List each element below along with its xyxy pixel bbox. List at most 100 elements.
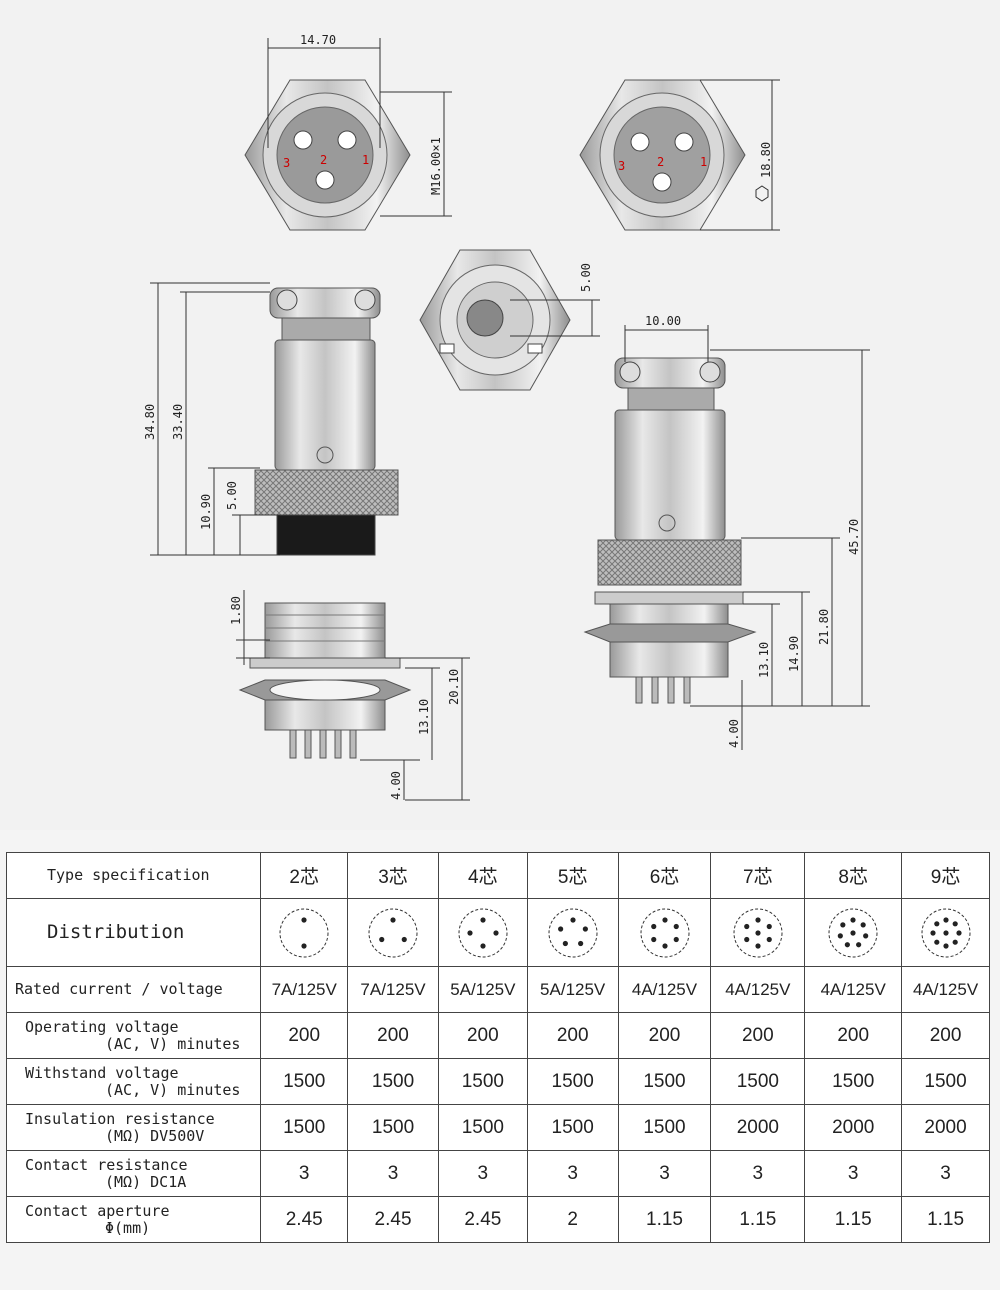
- header-3pin: 3芯: [347, 852, 439, 899]
- spec-value: 2.45: [260, 1196, 349, 1243]
- distribution-cell: [437, 898, 528, 967]
- spec-value: 2.45: [437, 1196, 528, 1243]
- spec-value: 200: [260, 1012, 349, 1059]
- distribution-cell: [260, 898, 349, 967]
- dim-socket-body: 20.10: [447, 669, 461, 705]
- spec-value: 1.15: [901, 1196, 990, 1243]
- spec-value: 1.15: [710, 1196, 806, 1243]
- socket-side-view: 1.80 20.10 13.10 4.00: [229, 590, 470, 801]
- spec-value: 1500: [347, 1058, 439, 1105]
- connector-drawing-svg: 3 2 1 14.70 M16.00×1 3 2 1 18.80: [143, 33, 870, 801]
- spec-value: 2: [526, 1196, 619, 1243]
- distribution-cell: [617, 898, 712, 967]
- spec-row-label: Insulation resistance(MΩ) DV500V: [5, 1104, 262, 1151]
- spec-value: 1.15: [617, 1196, 712, 1243]
- spec-value: 3: [804, 1150, 903, 1197]
- spec-value: 1500: [526, 1058, 619, 1105]
- spec-value: 2000: [710, 1104, 806, 1151]
- dim-side-a: 21.80: [817, 609, 831, 645]
- pin-layout-4-icon: [458, 908, 508, 957]
- dim-plug-tail: 5.00: [225, 481, 239, 510]
- socket-pin-label-2: 2: [657, 155, 664, 169]
- spec-header-row: Type specification 2芯 3芯 4芯 5芯 6芯 7芯 8芯 …: [5, 852, 990, 899]
- spec-value: 3: [260, 1150, 349, 1197]
- spec-value: 3: [901, 1150, 990, 1197]
- dim-side-width: 10.00: [645, 314, 681, 328]
- dim-socket-flange: 1.80: [229, 596, 243, 625]
- spec-value: 1500: [710, 1058, 806, 1105]
- pin-layout-3-icon: [368, 908, 418, 957]
- distribution-cell: [804, 898, 903, 967]
- pin-layout-6-icon: [640, 908, 689, 957]
- spec-row-label-line: Insulation resistance: [25, 1109, 215, 1128]
- spec-value: 1500: [526, 1104, 619, 1151]
- pin-face-view: 5.00: [419, 249, 600, 391]
- spec-value: 1500: [437, 1104, 528, 1151]
- dim-top-width: 14.70: [300, 33, 336, 47]
- spec-row-label-line: (AC, V) minutes: [105, 1034, 241, 1053]
- dim-pin-offset: 5.00: [579, 263, 593, 292]
- spec-value: 4A/125V: [617, 966, 712, 1013]
- spec-value: 1500: [804, 1058, 903, 1105]
- spec-value: 1500: [901, 1058, 990, 1105]
- spec-value: 2000: [804, 1104, 903, 1151]
- header-8pin: 8芯: [804, 852, 903, 899]
- header-5pin: 5芯: [526, 852, 619, 899]
- distribution-row: Distribution: [5, 898, 990, 967]
- spec-value: 3: [526, 1150, 619, 1197]
- spec-value: 1500: [260, 1104, 349, 1151]
- assembly-side-view: 10.00 45.70 21.80 14.90 13.10 4.00: [583, 314, 870, 750]
- dim-socket-thread: 13.10: [417, 699, 431, 735]
- spec-row-label: Operating voltage(AC, V) minutes: [5, 1012, 262, 1059]
- spec-value: 4A/125V: [804, 966, 903, 1013]
- pin-layout-9-icon: [921, 908, 971, 957]
- dim-side-c: 13.10: [757, 642, 771, 678]
- spec-value: 1500: [437, 1058, 528, 1105]
- pin-label-2: 2: [320, 153, 327, 167]
- spec-value: 4A/125V: [710, 966, 806, 1013]
- spec-row-label: Contact resistance(MΩ) DC1A: [5, 1150, 262, 1197]
- spec-value: 5A/125V: [526, 966, 619, 1013]
- header-2pin: 2芯: [260, 852, 349, 899]
- spec-value: 200: [901, 1012, 990, 1059]
- spec-row-label-line: Contact aperture: [25, 1201, 170, 1220]
- front-view-socket: 3 2 1 18.80: [579, 79, 780, 231]
- spec-value: 1.15: [804, 1196, 903, 1243]
- pin-layout-8-icon: [828, 908, 878, 957]
- spec-value: 200: [347, 1012, 439, 1059]
- spec-value: 4A/125V: [901, 966, 990, 1013]
- spec-value: 3: [710, 1150, 806, 1197]
- spec-row-label-line: (MΩ) DC1A: [105, 1172, 187, 1191]
- dim-side-total: 45.70: [847, 519, 861, 555]
- spec-value: 7A/125V: [260, 966, 349, 1013]
- header-4pin: 4芯: [437, 852, 528, 899]
- front-view-plug: 3 2 1 14.70 M16.00×1: [244, 33, 452, 231]
- spec-row-label: Rated current / voltage: [5, 966, 262, 1013]
- distribution-label: Distribution: [5, 898, 262, 967]
- spec-value: 200: [617, 1012, 712, 1059]
- dim-thread: M16.00×1: [429, 137, 443, 195]
- dim-plug-total: 34.80: [143, 404, 157, 440]
- pin-layout-7-icon: [733, 908, 783, 957]
- spec-row-label-line: (AC, V) minutes: [105, 1080, 241, 1099]
- pin-layout-2-icon: [279, 908, 329, 957]
- spec-value: 1500: [260, 1058, 349, 1105]
- spec-value: 2.45: [347, 1196, 439, 1243]
- spec-value: 3: [617, 1150, 712, 1197]
- spec-value: 1500: [347, 1104, 439, 1151]
- dim-plug-nut: 10.90: [199, 494, 213, 530]
- pin-label-1: 1: [362, 153, 369, 167]
- header-7pin: 7芯: [710, 852, 806, 899]
- dim-hex: 18.80: [759, 142, 773, 178]
- spec-table: Type specification 2芯 3芯 4芯 5芯 6芯 7芯 8芯 …: [5, 852, 990, 1243]
- spec-value: 5A/125V: [437, 966, 528, 1013]
- spec-value: 1500: [617, 1104, 712, 1151]
